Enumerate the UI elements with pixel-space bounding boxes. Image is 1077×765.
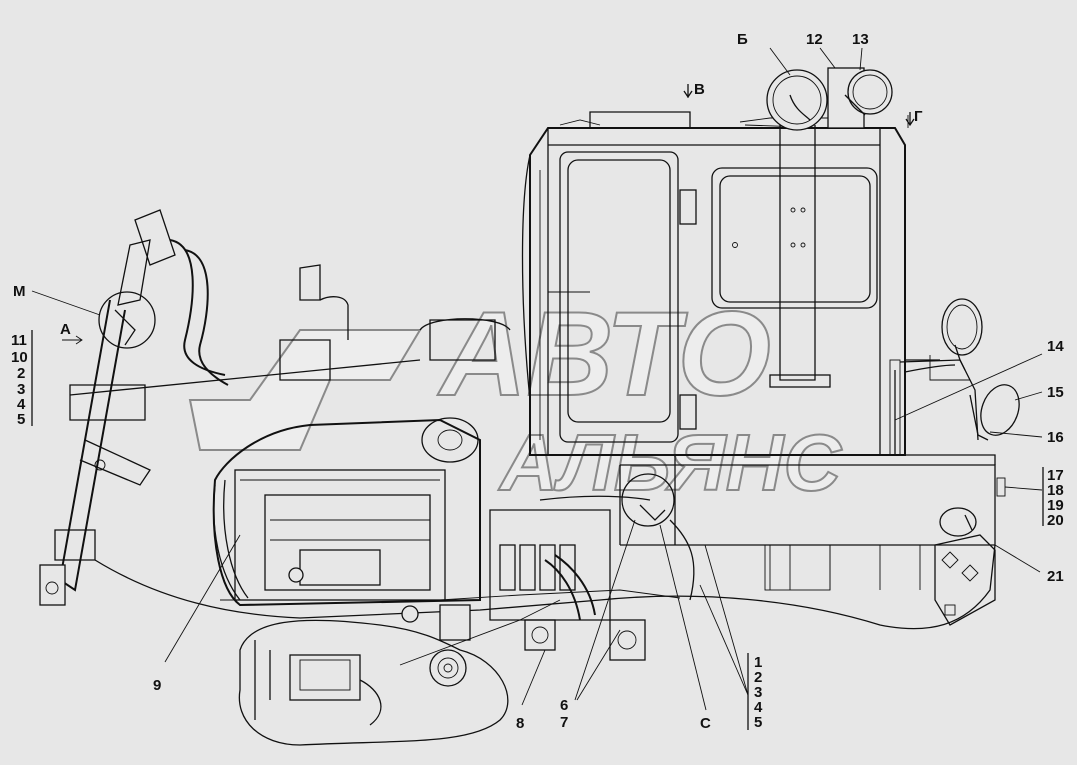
callout-11: 11 [11, 332, 27, 349]
callout-12: 12 [806, 31, 823, 48]
hydraulic-valves [489, 495, 651, 661]
callout-2-right: 2 [754, 669, 762, 686]
callout-5-left: 5 [17, 411, 25, 428]
callout-c: С [700, 715, 711, 732]
callout-3-right: 3 [754, 684, 762, 701]
leader-lines [31, 47, 1044, 730]
connector-c-circle [621, 473, 675, 527]
callout-5-right: 5 [754, 714, 762, 731]
lamps [621, 67, 1020, 537]
detail-m-circle [98, 291, 156, 349]
lift-arm [39, 209, 229, 606]
wiring-harness [69, 355, 979, 666]
callout-1-right: 1 [754, 654, 762, 671]
callout-g: Г [914, 108, 923, 125]
callout-20: 20 [1047, 512, 1064, 529]
callout-2-left: 2 [17, 365, 25, 382]
callout-b: Б [737, 31, 748, 48]
callouts: Б 12 13 В Г М А 11 10 2 3 4 5 14 15 16 1… [11, 31, 1064, 732]
watermark-logo [188, 329, 422, 451]
callout-15: 15 [1047, 384, 1064, 401]
callout-8: 8 [516, 715, 524, 732]
callout-10: 10 [11, 349, 28, 366]
callout-3-left: 3 [17, 381, 25, 398]
callout-6: 6 [560, 697, 568, 714]
callout-9: 9 [153, 677, 161, 694]
callout-16: 16 [1047, 429, 1064, 446]
callout-a: А [60, 321, 71, 338]
callout-14: 14 [1047, 338, 1064, 355]
callout-21: 21 [1047, 568, 1064, 585]
cab [521, 111, 940, 456]
side-lamp-15 [980, 384, 1020, 436]
callout-m: М [13, 283, 26, 300]
arrow-v-icon [683, 84, 693, 99]
callout-19: 19 [1047, 497, 1064, 514]
arrow-g-icon [905, 112, 915, 127]
lower-detail-bubble [238, 604, 509, 746]
watermark-line1: АВТО [437, 287, 771, 421]
callout-4-right: 4 [754, 699, 763, 716]
callout-4-left: 4 [17, 396, 26, 413]
rear-plate-lamp [939, 507, 977, 537]
callout-17: 17 [1047, 467, 1064, 484]
watermark: АВТО АЛЬЯНС [188, 286, 843, 508]
callout-18: 18 [1047, 482, 1064, 499]
callout-v: В [694, 81, 705, 98]
callout-7: 7 [560, 714, 568, 731]
engine [212, 264, 511, 623]
rear-lamp [941, 298, 983, 356]
roof-lamp-b [766, 69, 828, 131]
callout-13: 13 [852, 31, 869, 48]
roof-lamp-13 [847, 69, 893, 115]
watermark-line2: АЛЬЯНС [498, 418, 842, 507]
